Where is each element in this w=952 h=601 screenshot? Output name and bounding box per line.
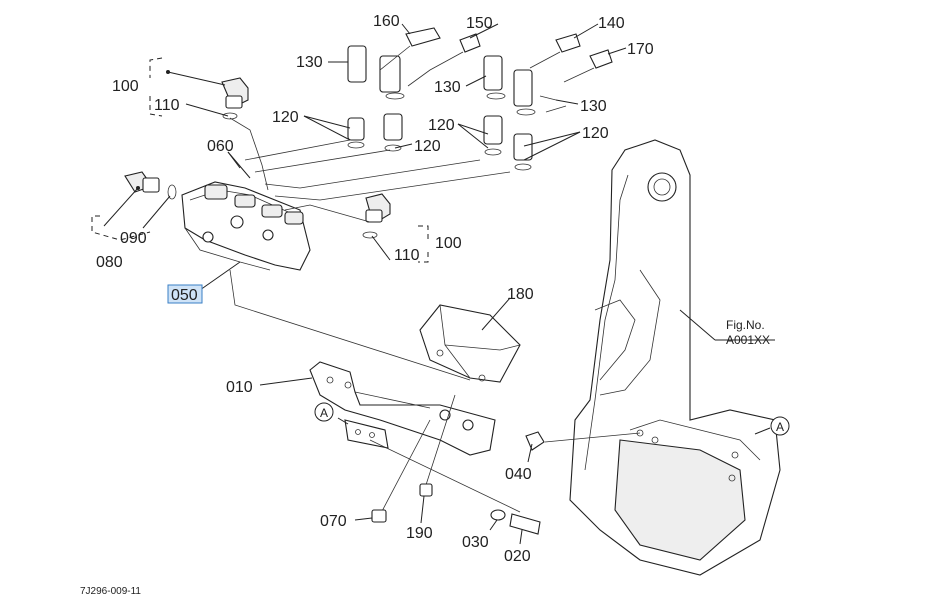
coupler-120-group [347,113,533,171]
coupler-130-group [347,45,536,116]
label-120-a[interactable]: 120 [272,109,299,126]
label-150[interactable]: 150 [466,15,493,32]
label-110-top[interactable]: 110 [154,97,180,114]
elbow-fitting-110-top [221,77,249,120]
label-020[interactable]: 020 [504,548,531,565]
group-bracket-080 [91,215,151,241]
label-050[interactable]: 050 [171,287,198,304]
label-170[interactable]: 170 [627,41,654,58]
fasteners [369,394,641,535]
label-120-b[interactable]: 120 [414,138,441,155]
selected-part-highlight [167,284,203,304]
label-040[interactable]: 040 [505,466,532,483]
fig-no-value: A001XX [726,333,770,347]
label-130-b[interactable]: 130 [434,79,461,96]
label-140[interactable]: 140 [598,15,625,32]
label-110-right[interactable]: 110 [394,247,420,264]
label-100-top[interactable]: 100 [112,78,139,95]
label-080[interactable]: 080 [96,254,123,271]
svg-text:A: A [776,420,784,434]
label-100-right[interactable]: 100 [435,235,462,252]
group-bracket-100-right [418,225,429,240]
label-120-c[interactable]: 120 [428,117,455,134]
group-bracket-100-top-b [149,96,163,117]
label-160[interactable]: 160 [373,13,400,30]
leader-lines [103,23,775,545]
label-130-c[interactable]: 130 [580,98,607,115]
label-180[interactable]: 180 [507,286,534,303]
view-marker-a-left: A [314,402,334,422]
cover-180 [419,304,521,383]
mounting-bracket-010 [309,361,496,456]
group-bracket-100-right-b [418,252,429,263]
view-marker-a-right: A [770,416,790,436]
label-030[interactable]: 030 [462,534,489,551]
label-190[interactable]: 190 [406,525,433,542]
elbow-fitting-110-right [362,193,391,239]
loader-arm-drawing [569,139,781,576]
fitting-090 [124,171,177,200]
label-060[interactable]: 060 [207,138,234,155]
hydraulic-lines [229,117,511,381]
drawing-code: 7J296-009-11 [80,586,141,597]
label-120-d[interactable]: 120 [582,125,609,142]
label-010[interactable]: 010 [226,379,253,396]
control-valve-body [181,181,311,271]
label-130-a[interactable]: 130 [296,54,323,71]
dust-cap-group [379,27,613,113]
label-070[interactable]: 070 [320,513,347,530]
group-bracket-100-top [149,57,163,78]
svg-text:A: A [320,406,328,420]
label-090[interactable]: 090 [120,230,147,247]
fig-no-label: Fig.No. [726,318,765,332]
